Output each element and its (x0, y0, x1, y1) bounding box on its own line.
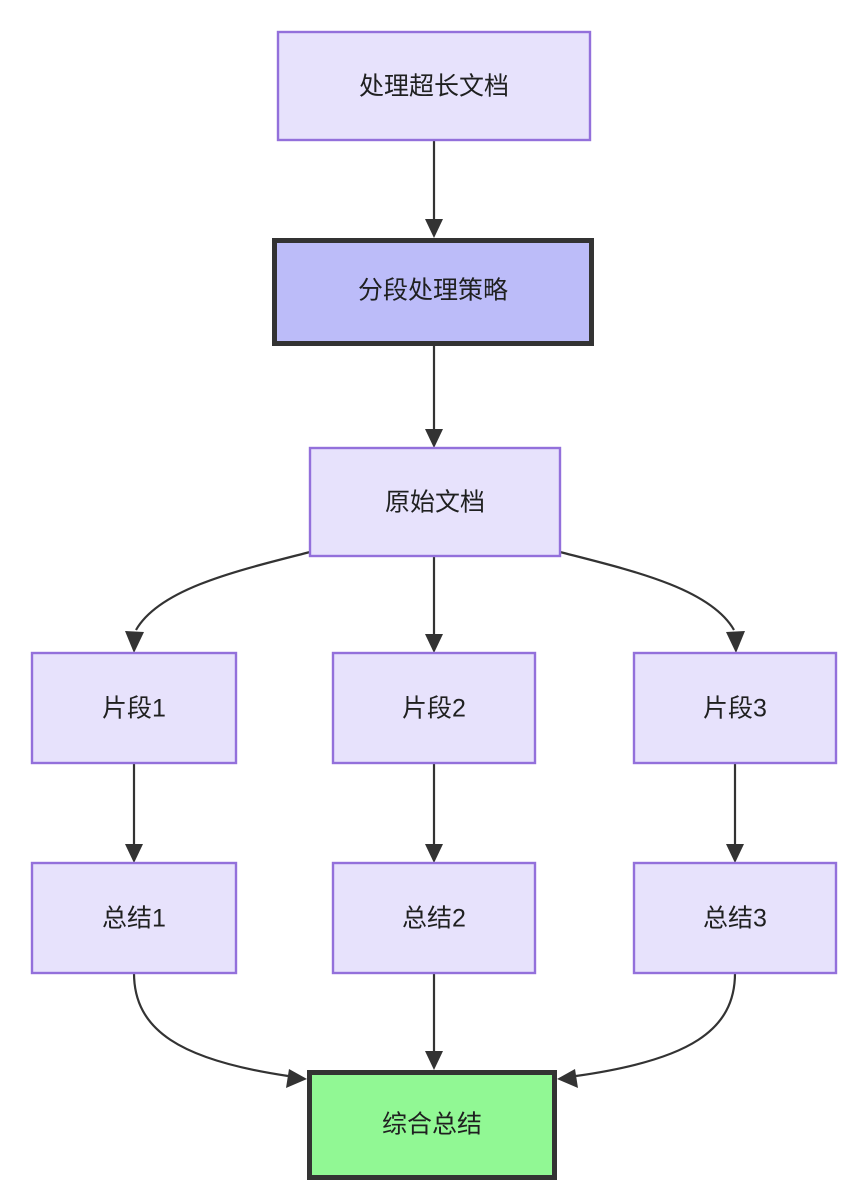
node-chunk2-rect[interactable] (331, 651, 537, 765)
node-doc-rect[interactable] (276, 30, 592, 142)
edge-summary3-to-final (557, 972, 737, 1088)
edge-summary1-to-final (132, 972, 307, 1088)
edge-source-to-chunk2 (425, 556, 443, 653)
node-final[interactable]: 综合总结 (307, 1070, 557, 1180)
node-summary1[interactable]: 总结1 (30, 861, 238, 975)
edges-layer (125, 140, 745, 1088)
node-source-rect[interactable] (308, 446, 562, 558)
node-final-rect[interactable] (307, 1070, 557, 1180)
edge-source-to-chunk3 (559, 550, 745, 653)
edge-chunk2-to-summary2 (425, 763, 443, 863)
node-doc[interactable]: 处理超长文档 (276, 30, 592, 142)
edge-strategy-to-source (425, 346, 443, 448)
node-summary1-rect[interactable] (30, 861, 238, 975)
edge-source-to-chunk1 (125, 550, 311, 653)
node-chunk1-rect[interactable] (30, 651, 238, 765)
edge-chunk1-to-summary1 (125, 763, 143, 863)
node-chunk1[interactable]: 片段1 (30, 651, 238, 765)
nodes-layer: 处理超长文档 分段处理策略 原始文档 片段1 片段2 片段3 总结1 (30, 30, 838, 1180)
node-summary2-rect[interactable] (331, 861, 537, 975)
node-strategy[interactable]: 分段处理策略 (272, 238, 594, 346)
node-strategy-rect[interactable] (272, 238, 594, 346)
node-summary3-rect[interactable] (632, 861, 838, 975)
node-chunk2[interactable]: 片段2 (331, 651, 537, 765)
node-chunk3-rect[interactable] (632, 651, 838, 765)
node-source[interactable]: 原始文档 (308, 446, 562, 558)
edge-chunk3-to-summary3 (726, 763, 744, 863)
edge-summary2-to-final (425, 973, 443, 1070)
node-summary3[interactable]: 总结3 (632, 861, 838, 975)
node-chunk3[interactable]: 片段3 (632, 651, 838, 765)
edge-doc-to-strategy (425, 140, 443, 238)
node-summary2[interactable]: 总结2 (331, 861, 537, 975)
